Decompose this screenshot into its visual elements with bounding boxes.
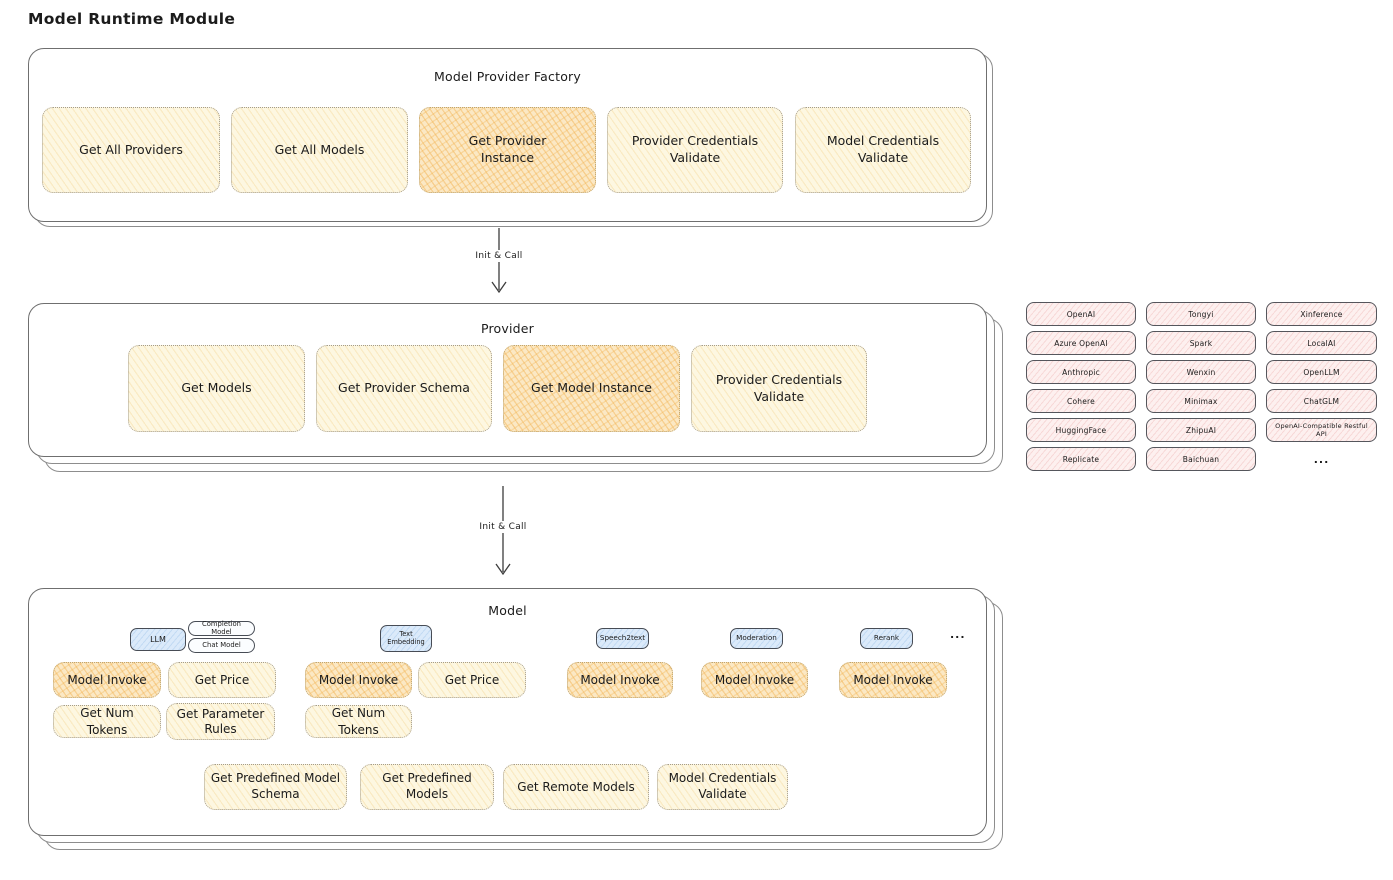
model-fn-llm-model-invoke: Model Invoke <box>53 662 161 698</box>
tag-more-ellipsis: ... <box>950 628 966 641</box>
fn-label: Get Price <box>444 672 500 687</box>
model-fn-text-embedding-get-price: Get Price <box>418 662 526 698</box>
provider-chip-baichuan: Baichuan <box>1146 447 1256 471</box>
page-title: Model Runtime Module <box>28 10 236 28</box>
provider-chip-openllm: OpenLLM <box>1266 360 1377 384</box>
factory-box-get-all-models: Get All Models <box>231 107 408 193</box>
tag-speech2text: Speech2text <box>596 628 649 649</box>
arrow-label-init-call-2: Init & Call <box>474 521 532 533</box>
provider-chip-spark: Spark <box>1146 331 1256 355</box>
fn-label: Get Num Tokens <box>80 706 134 737</box>
fn-label: Model Invoke <box>318 672 399 687</box>
tag-text-embedding: Text Embedding <box>380 625 432 652</box>
tag-label: Text Embedding <box>387 629 425 646</box>
arrow-down-icon <box>491 228 507 294</box>
provider-box-get-model-instance: Get Model Instance <box>503 345 680 432</box>
tag-chat-model: Chat Model <box>188 638 255 653</box>
factory-title: Model Provider Factory <box>433 69 581 84</box>
provider-chip-azure-openai: Azure OpenAI <box>1026 331 1136 355</box>
provider-box-label: Get Model Instance <box>531 380 652 396</box>
factory-box-get-provider-instance: Get Provider Instance <box>419 107 596 193</box>
provider-title: Provider <box>480 321 535 336</box>
tag-label: Chat Model <box>202 640 241 649</box>
fn-label: Get Price <box>194 672 250 687</box>
provider-box-label: Provider Credentials Validate <box>715 371 843 404</box>
model-fn-speech2text-model-invoke: Model Invoke <box>567 662 673 698</box>
factory-box-model-credentials-validate: Model Credentials Validate <box>795 107 971 193</box>
fn-label: Model Invoke <box>853 672 933 687</box>
model-fn-model-credentials-validate: Model Credentials Validate <box>657 764 788 810</box>
provider-chip-replicate: Replicate <box>1026 447 1136 471</box>
model-fn-text-embedding-get-num-tokens: Get Num Tokens <box>305 705 412 738</box>
provider-chip-minimax: Minimax <box>1146 389 1256 413</box>
fn-label: Model Invoke <box>67 672 147 687</box>
model-fn-rerank-model-invoke: Model Invoke <box>839 662 947 698</box>
model-fn-get-predefined-models: Get Predefined Models <box>360 764 494 810</box>
provider-box-provider-credentials-validate: Provider Credentials Validate <box>691 345 867 432</box>
tag-label: Speech2text <box>599 633 646 643</box>
fn-label: Get Predefined Models <box>382 771 472 801</box>
provider-chip-cohere: Cohere <box>1026 389 1136 413</box>
fn-label: Get Num Tokens <box>331 706 386 737</box>
provider-box-label: Get Models <box>181 380 252 396</box>
provider-chip-openai-compatible-restful-api: OpenAI-Compatible Restful API <box>1266 418 1377 442</box>
provider-chip-tongyi: Tongyi <box>1146 302 1256 326</box>
factory-box-label: Get All Providers <box>79 141 183 157</box>
factory-box-label: Model Credentials Validate <box>826 133 940 165</box>
provider-chip-chatglm: ChatGLM <box>1266 389 1377 413</box>
tag-label: Rerank <box>873 633 900 643</box>
tag-label: LLM <box>150 634 166 644</box>
fn-label: Get Predefined Model Schema <box>210 771 341 801</box>
factory-box-label: Get Provider Instance <box>468 133 547 165</box>
tag-moderation: Moderation <box>730 628 783 649</box>
provider-box-get-models: Get Models <box>128 345 305 432</box>
model-fn-llm-get-parameter-rules: Get Parameter Rules <box>166 703 275 740</box>
factory-box-label: Provider Credentials Validate <box>631 133 759 165</box>
provider-chip-grid: OpenAI Tongyi Xinference Azure OpenAI Sp… <box>1026 302 1377 471</box>
tag-completion-model: Completion Model <box>188 619 255 636</box>
provider-chip-localai: LocalAI <box>1266 331 1377 355</box>
model-fn-text-embedding-model-invoke: Model Invoke <box>305 662 412 698</box>
tag-rerank: Rerank <box>860 628 913 649</box>
fn-label: Get Parameter Rules <box>176 707 265 736</box>
fn-label: Model Invoke <box>580 672 660 687</box>
fn-label: Get Remote Models <box>517 779 635 794</box>
provider-chip-zhipuai: ZhipuAI <box>1146 418 1256 442</box>
tag-llm: LLM <box>130 628 186 651</box>
model-fn-llm-get-price: Get Price <box>168 662 276 698</box>
tag-label: Completion Model <box>202 619 241 636</box>
provider-chip-more-ellipsis: ... <box>1313 452 1330 466</box>
factory-box-label: Get All Models <box>274 141 365 157</box>
provider-box-label: Get Provider Schema <box>338 380 470 396</box>
model-fn-get-remote-models: Get Remote Models <box>503 764 649 810</box>
model-fn-llm-get-num-tokens: Get Num Tokens <box>53 705 161 738</box>
arrow-label-init-call-1: Init & Call <box>470 250 528 262</box>
model-fn-get-predefined-model-schema: Get Predefined Model Schema <box>204 764 347 810</box>
fn-label: Model Credentials Validate <box>668 771 777 801</box>
provider-chip-anthropic: Anthropic <box>1026 360 1136 384</box>
model-title: Model <box>488 603 527 618</box>
provider-chip-wenxin: Wenxin <box>1146 360 1256 384</box>
model-fn-moderation-model-invoke: Model Invoke <box>701 662 808 698</box>
provider-chip-xinference: Xinference <box>1266 302 1377 326</box>
tag-label: Moderation <box>736 633 777 643</box>
fn-label: Model Invoke <box>714 672 795 687</box>
factory-box-provider-credentials-validate: Provider Credentials Validate <box>607 107 783 193</box>
arrow-down-icon <box>495 486 511 576</box>
provider-box-get-provider-schema: Get Provider Schema <box>316 345 492 432</box>
provider-chip-openai: OpenAI <box>1026 302 1136 326</box>
factory-box-get-all-providers: Get All Providers <box>42 107 220 193</box>
provider-chip-huggingface: HuggingFace <box>1026 418 1136 442</box>
